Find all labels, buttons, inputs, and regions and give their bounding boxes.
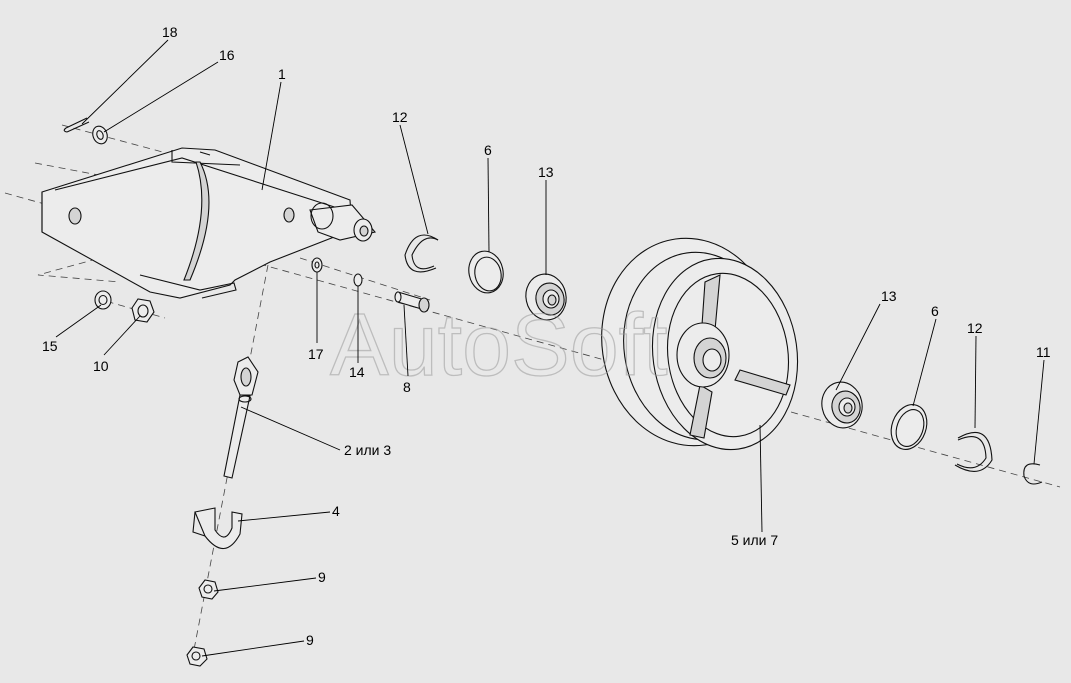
leader-18 (81, 39, 169, 125)
leader-4 (237, 511, 331, 522)
leader-16 (103, 61, 219, 133)
callout-2-or-3: 2 или 3 (344, 442, 391, 458)
callout-16: 16 (219, 47, 235, 63)
callout-6-left: 6 (484, 142, 492, 158)
callout-6-right: 6 (931, 303, 939, 319)
washer-15-part (94, 290, 112, 310)
leader-9b (201, 640, 305, 657)
leader-15 (55, 304, 102, 338)
callout-13-left: 13 (538, 164, 554, 180)
nut-9-lower-part (186, 646, 208, 667)
snap-ring-part (1023, 463, 1043, 485)
leader-9a (213, 577, 317, 592)
leader-6b (912, 318, 937, 407)
callout-8: 8 (403, 379, 411, 395)
callout-11: 11 (1036, 344, 1051, 360)
watermark: AutoSoft (330, 295, 668, 394)
leader-5or7 (759, 424, 763, 533)
leader-lines (55, 39, 1045, 657)
leader-11 (1033, 359, 1045, 465)
callout-1: 1 (278, 66, 286, 82)
leader-12b (974, 335, 977, 429)
retaining-ring-right-part (954, 431, 993, 472)
washer-17-part (311, 257, 323, 273)
clip-4-part (192, 507, 243, 550)
leader-10 (103, 315, 141, 356)
small-parts-axis (299, 257, 431, 301)
callout-9-lower: 9 (306, 632, 314, 648)
wheel-part (601, 237, 799, 451)
washer-14-part (353, 273, 363, 287)
bearing-right-part (821, 381, 863, 429)
callout-4: 4 (332, 503, 340, 519)
eye-bolt-part (223, 356, 259, 479)
retaining-ring-left-part (404, 234, 439, 273)
callout-14: 14 (349, 364, 365, 380)
bolt-8-part (394, 291, 430, 313)
leader-6a (487, 157, 490, 253)
bearing-left-part (525, 273, 567, 321)
bracket-part (41, 147, 377, 299)
callout-12-left: 12 (392, 109, 408, 125)
callout-5-or-7: 5 или 7 (731, 532, 778, 548)
callout-17: 17 (308, 346, 324, 362)
callout-15: 15 (42, 338, 58, 354)
leader-8 (403, 304, 409, 377)
cotter-pin-part (63, 117, 90, 133)
callout-9-upper: 9 (318, 569, 326, 585)
leader-1 (261, 81, 282, 191)
nut-10-part (131, 298, 155, 323)
leader-12a (399, 124, 429, 235)
callout-12-right: 12 (967, 320, 983, 336)
small-washer-part (92, 125, 108, 145)
leader-13b (835, 303, 881, 391)
leader-2or3 (240, 406, 341, 451)
callout-13-right: 13 (881, 288, 897, 304)
callout-labels: 18 16 1 12 6 13 15 10 17 14 8 2 или 3 4 … (42, 24, 1051, 648)
seal-ring-left-part (468, 250, 504, 294)
nut-9-upper-part (198, 579, 219, 600)
seal-ring-right-part (890, 404, 928, 450)
callout-18: 18 (162, 24, 178, 40)
callout-10: 10 (93, 358, 109, 374)
